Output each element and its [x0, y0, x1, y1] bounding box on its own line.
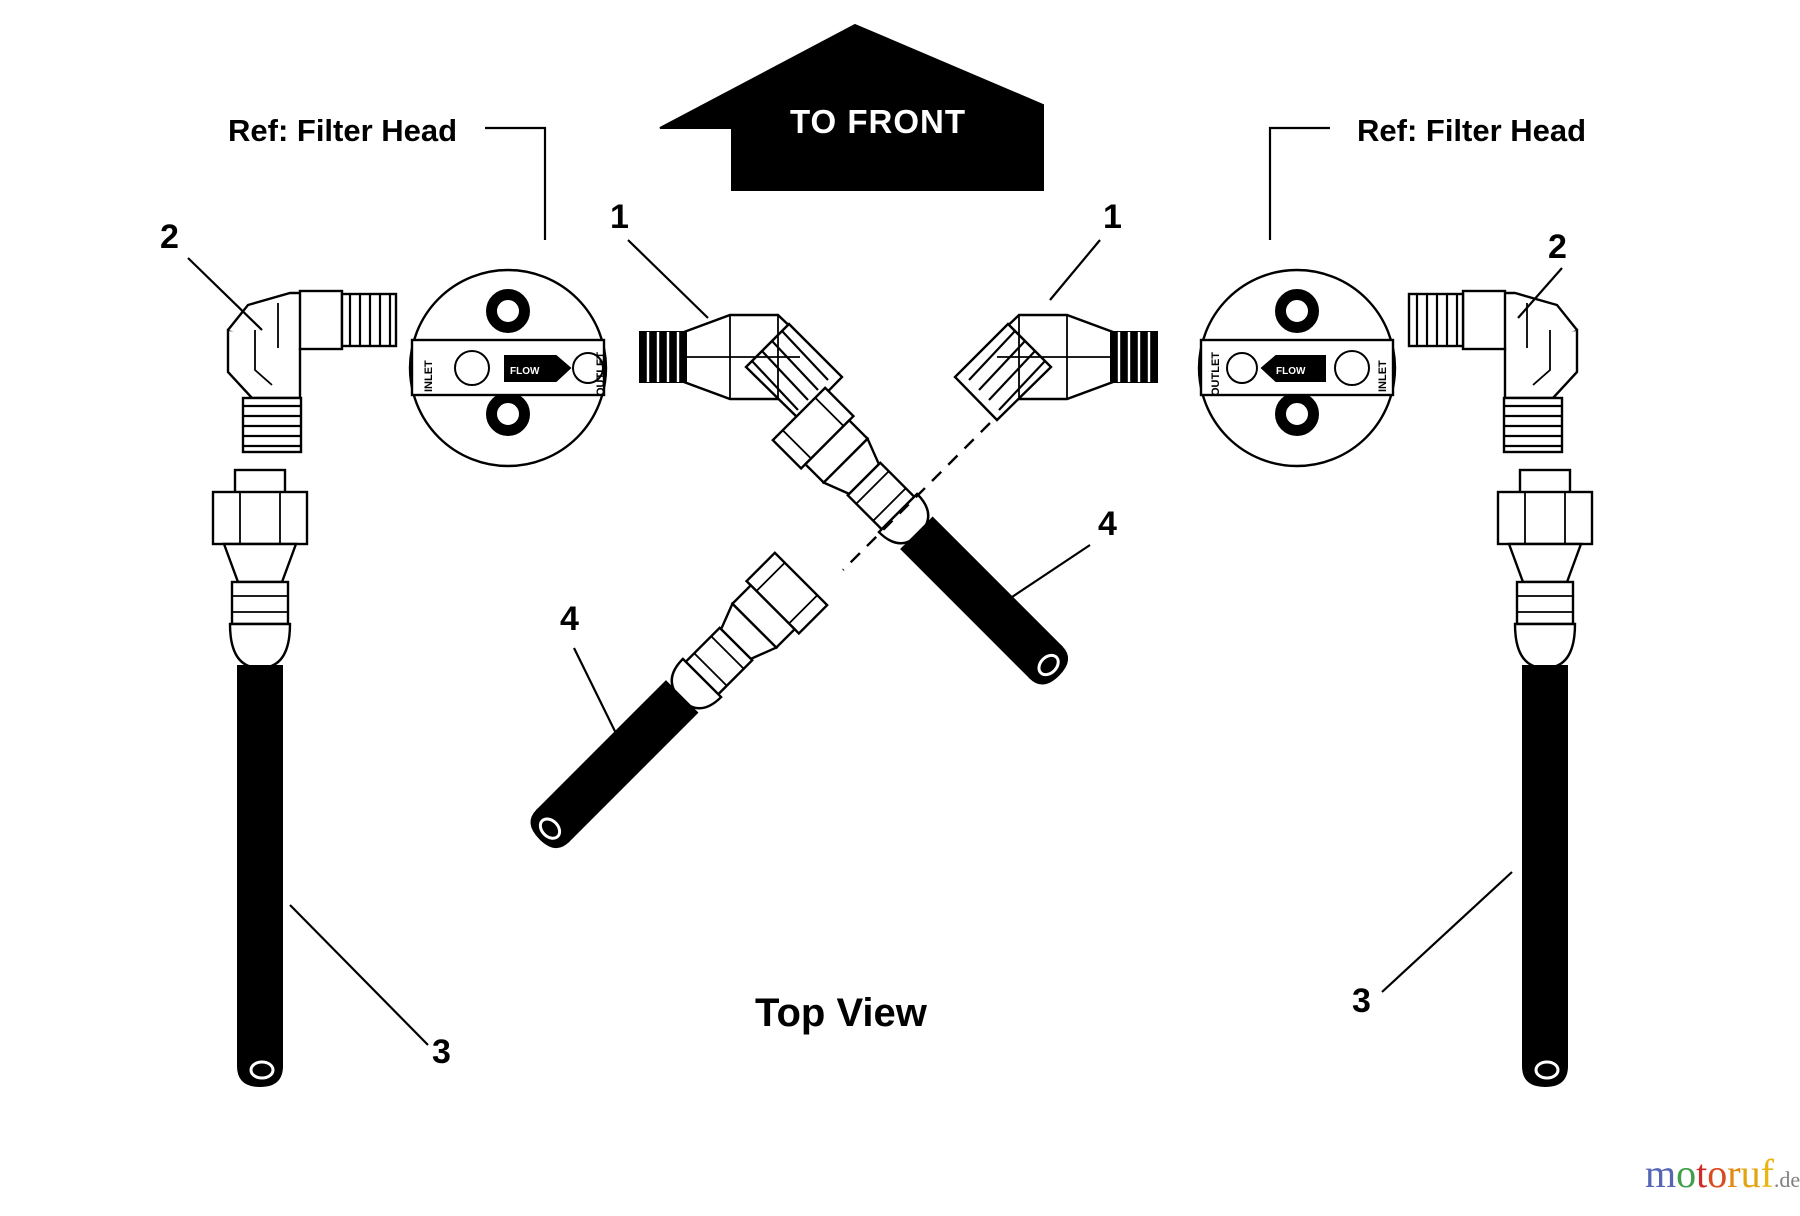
watermark-letter-o1: o: [1676, 1151, 1697, 1196]
elbow-45-right: [953, 313, 1158, 422]
callout-4-right-number: 4: [1098, 505, 1117, 543]
ref-right-leader: [1268, 126, 1330, 240]
elbow-left-hex: [298, 289, 344, 351]
watermark-letter-o2: o: [1707, 1151, 1728, 1196]
callout-4-right: 4: [999, 505, 1117, 606]
filter-head-left-inlet-label: INLET: [423, 360, 435, 392]
elbow-45-right-tail: [953, 322, 1053, 422]
watermark-letter-t: t: [1696, 1151, 1708, 1196]
ref-filter-head-left-label: Ref: Filter Head: [228, 113, 457, 148]
filter-head-left: INLET FLOW OUTLET: [408, 268, 608, 468]
hose-assembly-vertical-right: [1496, 468, 1594, 1088]
callout-1-right: 1: [1049, 198, 1122, 301]
elbow-fitting-right: [1407, 289, 1579, 454]
filter-head-right-outlet-label: OUTLET: [1210, 352, 1222, 396]
elbow-left-thread-lines-h: [348, 294, 392, 346]
arrow-shape: [659, 23, 1044, 191]
callout-2-left-leader: [187, 257, 263, 331]
hose-vl-hex: [211, 490, 309, 546]
callout-4-left-number: 4: [560, 600, 579, 638]
callout-4-left-leader: [573, 647, 637, 775]
hose-assembly-diagonal-left: [530, 551, 829, 848]
to-front-arrow: TO FRONT: [659, 23, 1044, 191]
ref-filter-head-left-group: Ref: Filter Head: [228, 113, 547, 240]
elbow-left-thread-lines-v: [243, 404, 301, 448]
top-view-title: Top View: [755, 991, 928, 1035]
filter-head-left-flow-arrow: FLOW: [504, 355, 572, 382]
filter-head-right-inlet-hole: [1334, 350, 1370, 386]
callout-3-left-number: 3: [432, 1033, 451, 1071]
hose-vr-taper: [1507, 542, 1583, 584]
callout-2-left: 2: [160, 218, 263, 331]
callout-2-left-number: 2: [160, 218, 179, 256]
callout-3-left-leader: [289, 904, 429, 1046]
callout-2-right: 2: [1517, 228, 1567, 319]
filter-head-left-outlet-label: OUTLET: [595, 352, 607, 396]
ref-left-leader: [485, 126, 547, 240]
hose-vr-ferrule: [1515, 580, 1575, 626]
callout-1-left-number: 1: [610, 198, 629, 236]
elbow-right-thread-lines-h: [1415, 294, 1459, 346]
ref-filter-head-right-group: Ref: Filter Head: [1268, 113, 1586, 240]
filter-head-right: OUTLET FLOW INLET: [1197, 268, 1397, 468]
filter-head-right-inlet-label: INLET: [1377, 360, 1389, 392]
filter-head-left-outlet-hole: [572, 352, 604, 384]
elbow-fitting-left: [226, 289, 398, 454]
hose-vr-hex: [1496, 490, 1594, 546]
hose-vr-body: [1522, 665, 1568, 1067]
hose-vl-taper: [222, 542, 298, 584]
filter-head-left-flow-label: FLOW: [510, 366, 540, 377]
hose-vr-end: [1521, 1065, 1569, 1088]
hose-vl-ferrule: [230, 580, 290, 626]
callout-4-left: 4: [560, 600, 637, 775]
callout-1-left: 1: [610, 198, 709, 319]
ref-filter-head-right-label: Ref: Filter Head: [1357, 113, 1586, 148]
watermark-letter-u: u: [1740, 1151, 1761, 1196]
motoruf-watermark: motoruf.de: [1645, 1150, 1800, 1197]
callout-3-right: 3: [1352, 871, 1513, 1020]
callout-1-right-leader: [1049, 239, 1101, 301]
callout-1-right-number: 1: [1103, 198, 1122, 236]
callout-3-left: 3: [289, 904, 451, 1071]
hidden-connection-dashed-line: [842, 422, 991, 571]
callout-1-left-leader: [627, 239, 709, 319]
callout-3-right-leader: [1381, 871, 1513, 993]
filter-head-right-flow-arrow: FLOW: [1260, 355, 1326, 382]
filter-head-right-outlet-hole: [1226, 352, 1258, 384]
watermark-suffix: .de: [1773, 1167, 1800, 1192]
watermark-letter-r: r: [1727, 1151, 1741, 1196]
hose-dl-end: [530, 808, 570, 848]
callout-4-right-leader: [999, 544, 1091, 606]
watermark-letter-f: f: [1760, 1151, 1774, 1196]
hose-dr-end: [1028, 645, 1068, 685]
callout-3-right-number: 3: [1352, 982, 1371, 1020]
filter-head-left-inlet-hole: [454, 350, 490, 386]
filter-head-right-flow-label: FLOW: [1276, 366, 1306, 377]
hose-assembly-vertical-left: [211, 468, 309, 1088]
hose-vl-end: [236, 1065, 284, 1088]
to-front-label: TO FRONT: [790, 103, 966, 140]
hose-assembly-diagonal-right: [771, 386, 1068, 685]
callout-2-right-leader: [1517, 267, 1563, 319]
watermark-letter-m: m: [1645, 1151, 1677, 1196]
hose-vl-body: [237, 665, 283, 1067]
elbow-right-thread-lines-v: [1504, 404, 1562, 448]
callout-2-right-number: 2: [1548, 228, 1567, 266]
elbow-right-hex: [1461, 289, 1507, 351]
